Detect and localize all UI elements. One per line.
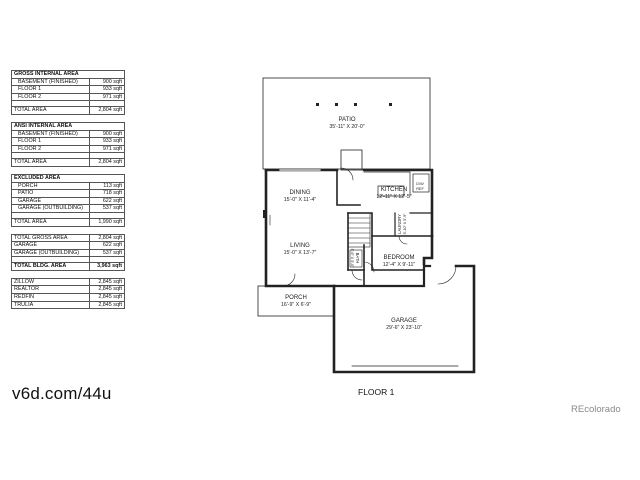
table-row: GARAGE (OUTBUILDING)537 sqft bbox=[11, 248, 125, 258]
room-dims-living: 15'-0" X 13'-7" bbox=[284, 250, 317, 256]
exterior-wall-north bbox=[264, 168, 434, 238]
room-dims-dining: 15'-0" X 11'-4" bbox=[284, 197, 317, 203]
interior-wall bbox=[336, 169, 361, 206]
room-label-laundry: LAUNDRY bbox=[397, 214, 402, 234]
room-dims-bath: 5'-6" X 5'-0" bbox=[350, 249, 354, 268]
room-label-patio: PATIO bbox=[338, 117, 355, 123]
patio-step bbox=[340, 149, 363, 171]
room-label-garage: GARAGE bbox=[391, 318, 417, 324]
bathtub bbox=[349, 249, 363, 268]
porch-outline bbox=[257, 285, 335, 317]
front-door-swing bbox=[282, 273, 296, 287]
garage-side-door-swing bbox=[437, 265, 457, 285]
room-dims-kitchen: 12'-11" X 12'-5" bbox=[376, 194, 411, 200]
door-swing bbox=[398, 235, 408, 245]
room-label-dining: DINING bbox=[290, 190, 311, 196]
dishwasher-label: D/W bbox=[416, 182, 424, 186]
garage-north-wall bbox=[332, 264, 432, 288]
room-dims-patio: 35'-11" X 20'-0" bbox=[329, 124, 364, 130]
door-swing bbox=[363, 261, 375, 273]
refrigerator bbox=[412, 173, 430, 193]
table-row: GARAGE (OUTBUILDING)537 sqft bbox=[11, 204, 125, 213]
fireplace bbox=[263, 210, 267, 218]
room-dims-bedroom: 12'-4" X 9'-11" bbox=[383, 262, 416, 268]
room-label-bath: BATH bbox=[355, 253, 360, 264]
garage-wall bbox=[332, 264, 476, 374]
exterior-wall-west bbox=[264, 168, 336, 288]
room-label-porch: PORCH bbox=[285, 295, 307, 301]
gross-internal-area-table: GROSS INTERNAL AREA BASEMENT (FINISHED)9… bbox=[11, 70, 125, 115]
ansi-internal-area-table: ANSI INTERNAL AREA BASEMENT (FINISHED)90… bbox=[11, 121, 125, 167]
tour-url: v6d.com/44u bbox=[12, 384, 112, 403]
interior-wall bbox=[347, 212, 433, 237]
kitchen-counter bbox=[363, 171, 411, 197]
refrigerator-label: REF bbox=[416, 187, 424, 191]
room-dims-porch: 16'-9" X 6'-9" bbox=[281, 302, 311, 308]
door-swing bbox=[351, 269, 363, 281]
patio-posts bbox=[316, 103, 392, 106]
brand-logo: REcolorado bbox=[571, 404, 621, 415]
room-label-kitchen: KITCHEN bbox=[381, 187, 407, 193]
exterior-wall-east bbox=[422, 234, 434, 266]
room-dims-laundry: 5'-10" X 5'-9" bbox=[403, 213, 407, 234]
room-label-bedroom: BEDROOM bbox=[383, 255, 414, 261]
room-dims-garage: 29'-6" X 23'-10" bbox=[386, 325, 422, 331]
interior-wall bbox=[371, 235, 425, 271]
stairs bbox=[347, 212, 371, 248]
room-label-living: LIVING bbox=[290, 243, 310, 249]
floor-label: FLOOR 1 bbox=[358, 387, 395, 397]
patio-door-swing bbox=[340, 167, 354, 181]
area-tables: GROSS INTERNAL AREA BASEMENT (FINISHED)9… bbox=[11, 70, 125, 316]
